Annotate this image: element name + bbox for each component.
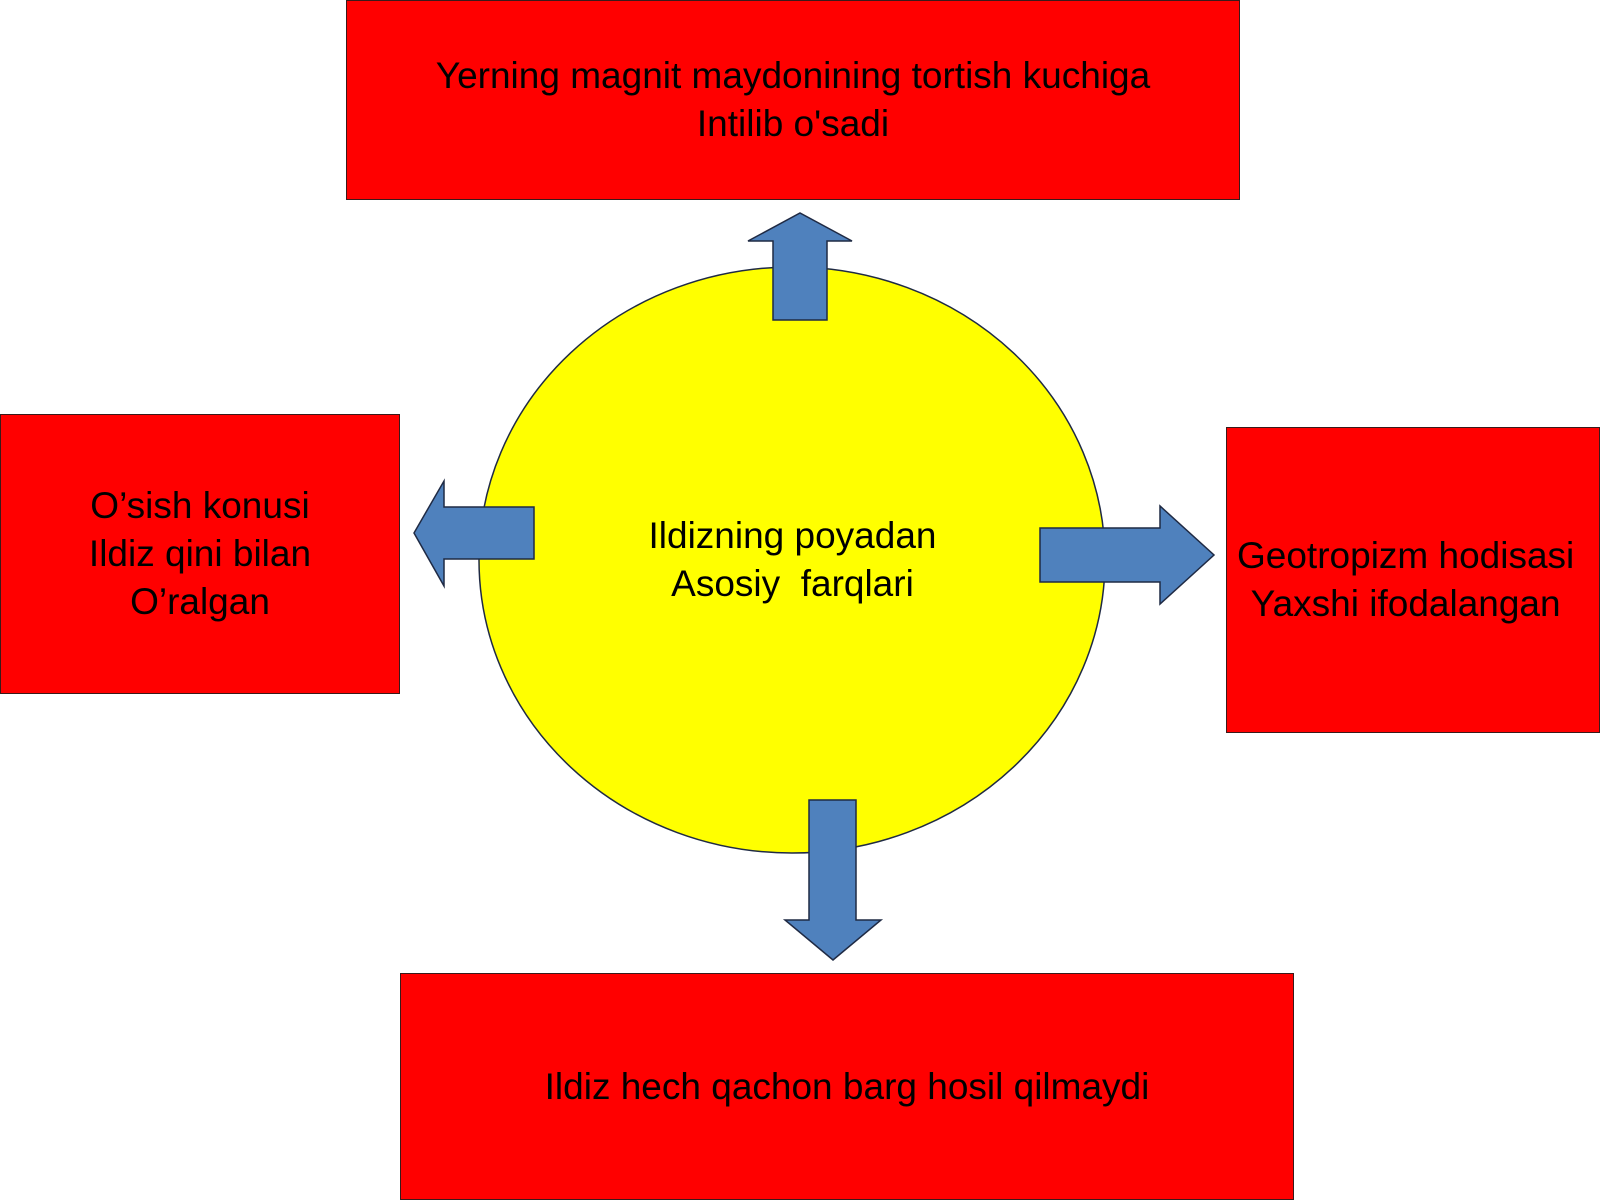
left-box-text: O’sish konusi Ildiz qini bilan O’ralgan xyxy=(89,482,311,626)
right-box-text: Geotropizm hodisasi Yaxshi ifodalangan xyxy=(1237,532,1574,628)
arrow-down-icon xyxy=(782,799,884,961)
top-box-text: Yerning magnit maydonining tortish kuchi… xyxy=(436,52,1150,148)
arrow-right-icon xyxy=(1039,504,1216,606)
center-text: Ildizning poyadan Asosiy farqlari xyxy=(540,512,1045,608)
center-text-line-2: Asosiy farqlari xyxy=(671,563,914,604)
top-box-line-1: Yerning magnit maydonining tortish kuchi… xyxy=(435,55,1151,96)
top-box: Yerning magnit maydonining tortish kuchi… xyxy=(346,0,1240,200)
bottom-box-line-1: Ildiz hech qachon barg hosil qilmaydi xyxy=(544,1065,1150,1107)
left-box-line-2: Ildiz qini bilan xyxy=(88,533,312,574)
center-text-line-1: Ildizning poyadan xyxy=(648,515,937,556)
left-box-line-3: O’ralgan xyxy=(130,581,270,622)
left-box-line-1: O’sish konusi xyxy=(90,485,310,526)
arrow-left-icon xyxy=(413,478,535,589)
left-box: O’sish konusi Ildiz qini bilan O’ralgan xyxy=(0,414,400,694)
right-box-line-1: Geotropizm hodisasi xyxy=(1237,535,1575,576)
right-box-line-2: Yaxshi ifodalangan xyxy=(1250,583,1561,624)
arrow-up-icon xyxy=(747,212,853,321)
right-box: Geotropizm hodisasi Yaxshi ifodalangan xyxy=(1226,427,1600,733)
top-box-line-2: Intilib o'sadi xyxy=(696,103,890,144)
bottom-box-text: Ildiz hech qachon barg hosil qilmaydi xyxy=(545,1063,1150,1111)
